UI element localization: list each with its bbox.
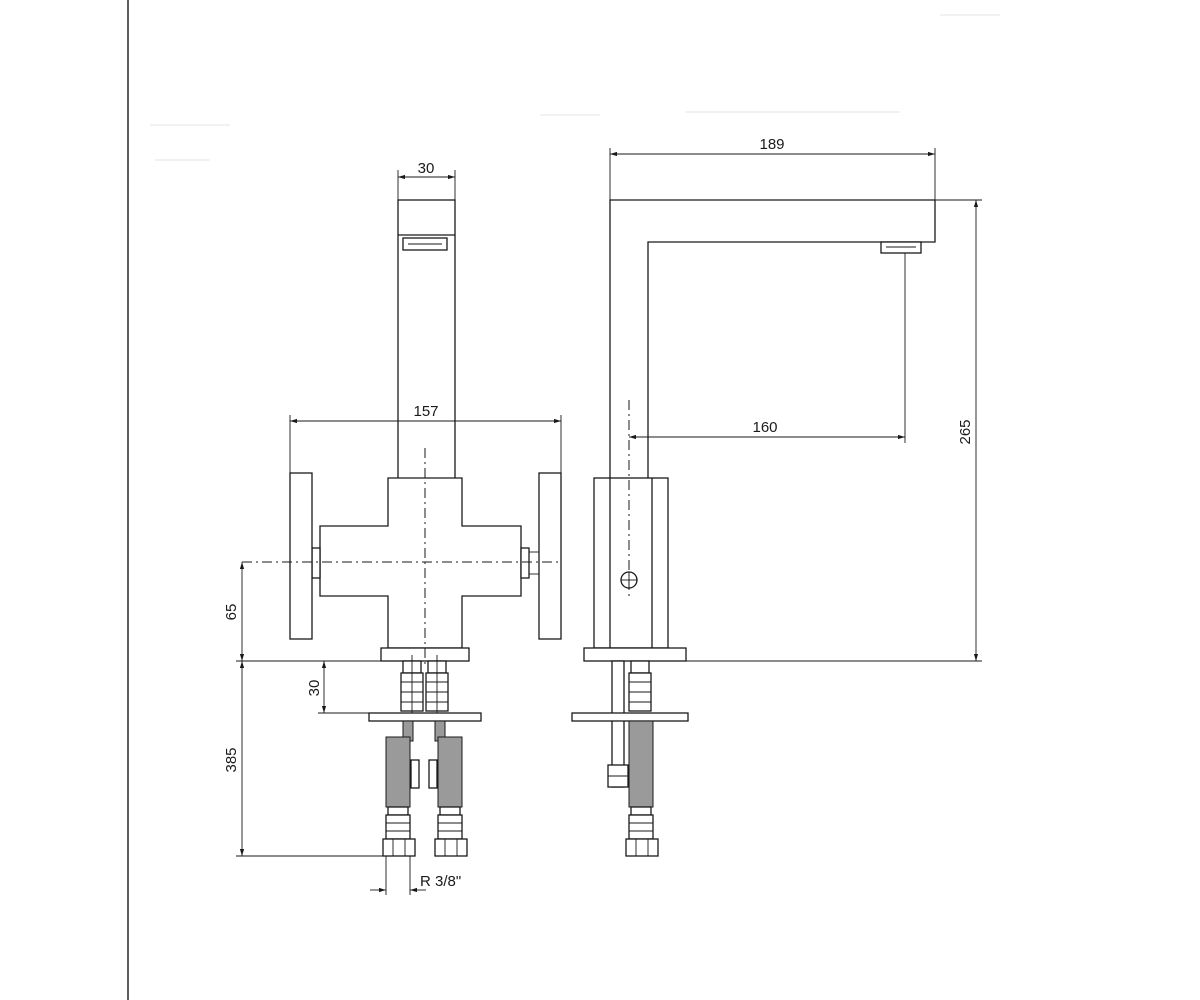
front-fittings: [400, 655, 449, 740]
side-base: [583, 647, 687, 662]
side-dimensions: 189 160 265: [609, 136, 982, 662]
dim-spout-reach-center: 160: [752, 419, 777, 436]
dim-handle-span: 157: [413, 403, 438, 420]
dim-hose-length: 385: [223, 747, 240, 772]
front-view: [242, 199, 562, 857]
front-dimensions: 30 157 65 30 385 R 3/8": [223, 160, 562, 895]
dim-total-height: 265: [957, 419, 974, 444]
dim-shank-height: 30: [306, 680, 323, 697]
side-counter-plate: [571, 712, 689, 722]
right-handle: [538, 472, 562, 640]
dim-handle-axis-height: 65: [223, 604, 240, 621]
front-hoses: [382, 720, 468, 857]
dim-thread: R 3/8": [420, 873, 461, 890]
side-body: [593, 477, 669, 649]
dim-spout-width: 30: [418, 160, 435, 177]
side-spout: [609, 199, 936, 478]
dim-spout-reach-total: 189: [759, 136, 784, 153]
background-artifacts: [150, 14, 1000, 161]
left-handle: [289, 472, 313, 640]
front-counter-plate: [368, 712, 482, 722]
side-view: [571, 199, 936, 857]
front-cross-body: [319, 477, 522, 649]
side-aerator: [880, 241, 922, 254]
